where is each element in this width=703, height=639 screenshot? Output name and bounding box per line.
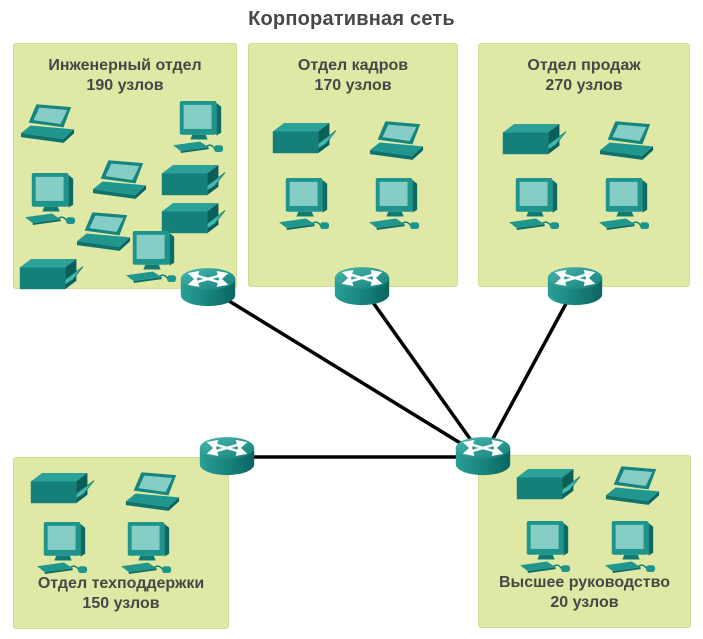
dept-label-engineering: Инженерный отдел 190 узлов (14, 56, 236, 96)
dept-nodes: 190 узлов (86, 77, 164, 94)
dept-label-hr: Отдел кадров 170 узлов (249, 56, 457, 96)
dept-box-hr: Отдел кадров 170 узлов (248, 43, 458, 287)
link-hr-router-to-core-router (360, 285, 485, 459)
dept-label-sales: Отдел продаж 270 узлов (479, 56, 689, 96)
dept-box-sales: Отдел продаж 270 узлов (478, 43, 690, 287)
dept-name: Отдел техподдержки (37, 575, 205, 592)
dept-name: Инженерный отдел (48, 57, 202, 74)
dept-name: Отдел кадров (297, 57, 409, 74)
link-sales-router-to-core-router (481, 286, 577, 458)
diagram-title: Корпоративная сеть (248, 8, 455, 30)
dept-label-management: Высшее руководство 20 узлов (479, 573, 690, 613)
dept-nodes: 150 узлов (82, 595, 160, 612)
dept-nodes: 20 узлов (550, 594, 619, 611)
dept-nodes: 170 узлов (314, 77, 392, 94)
dept-box-management: Высшее руководство 20 узлов (478, 455, 691, 628)
dept-box-support: Отдел техподдержки 150 узлов (13, 457, 229, 629)
dept-label-support: Отдел техподдержки 150 узлов (14, 574, 228, 614)
link-engineering-router-to-core-router (207, 286, 484, 459)
dept-box-engineering: Инженерный отдел 190 узлов (13, 43, 237, 289)
dept-name: Высшее руководство (499, 574, 670, 591)
dept-name: Отдел продаж (527, 57, 641, 74)
dept-nodes: 270 узлов (545, 77, 623, 94)
